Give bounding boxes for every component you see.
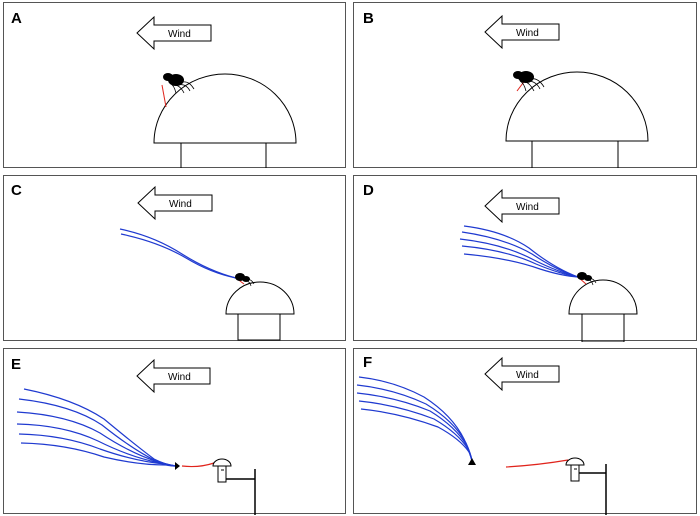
spider	[161, 73, 195, 108]
wind-arrow: Wind	[136, 15, 212, 51]
wind-label: Wind	[516, 28, 539, 39]
dome-platform	[153, 73, 297, 168]
panel-a-drawing: Wind	[136, 15, 297, 168]
panel-label-f: F	[363, 354, 373, 371]
spider	[577, 272, 597, 286]
launch-stand	[212, 458, 256, 515]
wind-label: Wind	[168, 372, 191, 383]
panel-label-d: D	[363, 182, 374, 199]
spider	[468, 458, 476, 465]
spider	[175, 462, 180, 470]
dragline	[505, 459, 569, 468]
silk-threads	[356, 376, 473, 462]
wind-label: Wind	[516, 202, 539, 213]
panel-e: E Wind	[3, 348, 346, 515]
panel-b: B Wind	[353, 2, 697, 168]
silk-threads	[459, 225, 579, 278]
dome-platform	[225, 281, 295, 341]
panel-e-drawing: Wind	[16, 358, 256, 515]
wind-arrow: Wind	[137, 185, 213, 221]
dome-platform	[505, 71, 649, 168]
wind-arrow: Wind	[484, 356, 560, 392]
dome-platform	[568, 279, 638, 342]
wind-label: Wind	[168, 29, 191, 40]
spider	[513, 71, 545, 92]
panel-d: D Wind	[353, 175, 697, 342]
panel-c: C Wind	[3, 175, 346, 341]
launch-stand	[565, 457, 607, 515]
panel-label-e: E	[11, 356, 22, 373]
dragline	[181, 462, 215, 468]
wind-arrow: Wind	[484, 14, 560, 50]
spider	[235, 273, 255, 287]
panel-label-b: B	[363, 10, 374, 27]
panel-f-drawing: Wind	[356, 356, 607, 515]
panel-d-drawing: Wind	[459, 188, 638, 342]
panel-c-drawing: Wind	[119, 185, 295, 341]
panel-a: A Wind	[3, 2, 346, 168]
panel-label-c: C	[11, 182, 22, 199]
wind-label: Wind	[169, 199, 192, 210]
wind-label: Wind	[516, 370, 539, 381]
panel-label-a: A	[11, 10, 22, 27]
panel-f: F Wind	[353, 348, 697, 515]
silk-threads	[16, 388, 177, 467]
silk-threads	[119, 228, 237, 279]
wind-arrow: Wind	[484, 188, 560, 224]
wind-arrow: Wind	[136, 358, 211, 394]
panel-b-drawing: Wind	[484, 14, 649, 168]
